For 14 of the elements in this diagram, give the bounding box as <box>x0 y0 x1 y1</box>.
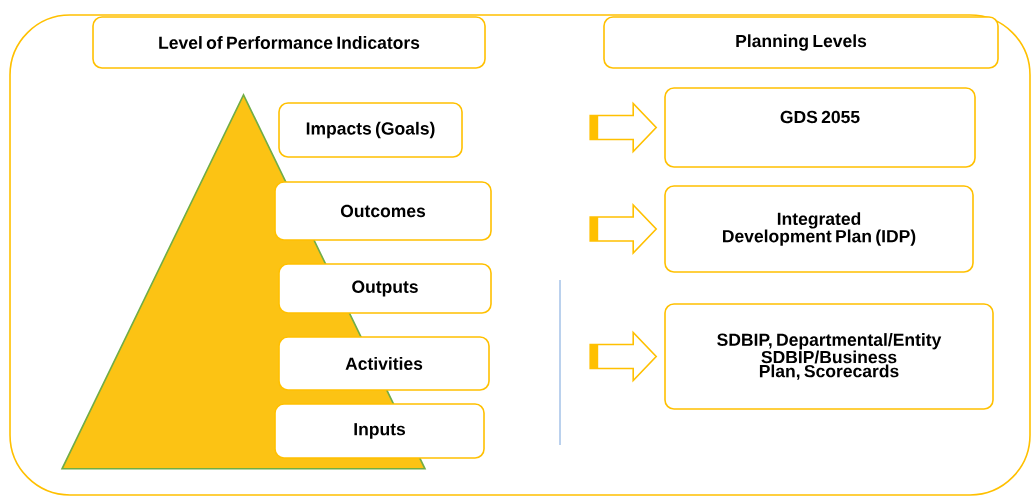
level-box: Outputs <box>278 263 492 314</box>
block-arrow <box>589 101 658 154</box>
level-box: Activities <box>278 336 490 391</box>
block-arrow <box>589 203 658 255</box>
heading-box: Planning Levels <box>603 16 999 69</box>
level-box: SDBIP, Departmental/Entity SDBIP/Business Plan, Scorecards <box>664 303 994 410</box>
heading-box: Level of Performance Indicators <box>92 16 486 69</box>
level-box: Integrated Development Plan (IDP) <box>664 185 974 273</box>
level-box: Outcomes <box>274 181 492 241</box>
level-box: Inputs <box>274 403 485 459</box>
level-box: Impacts (Goals) <box>278 102 463 158</box>
block-arrow <box>589 330 658 383</box>
frame <box>9 14 1031 496</box>
level-box: GDS 2055 <box>664 87 976 168</box>
